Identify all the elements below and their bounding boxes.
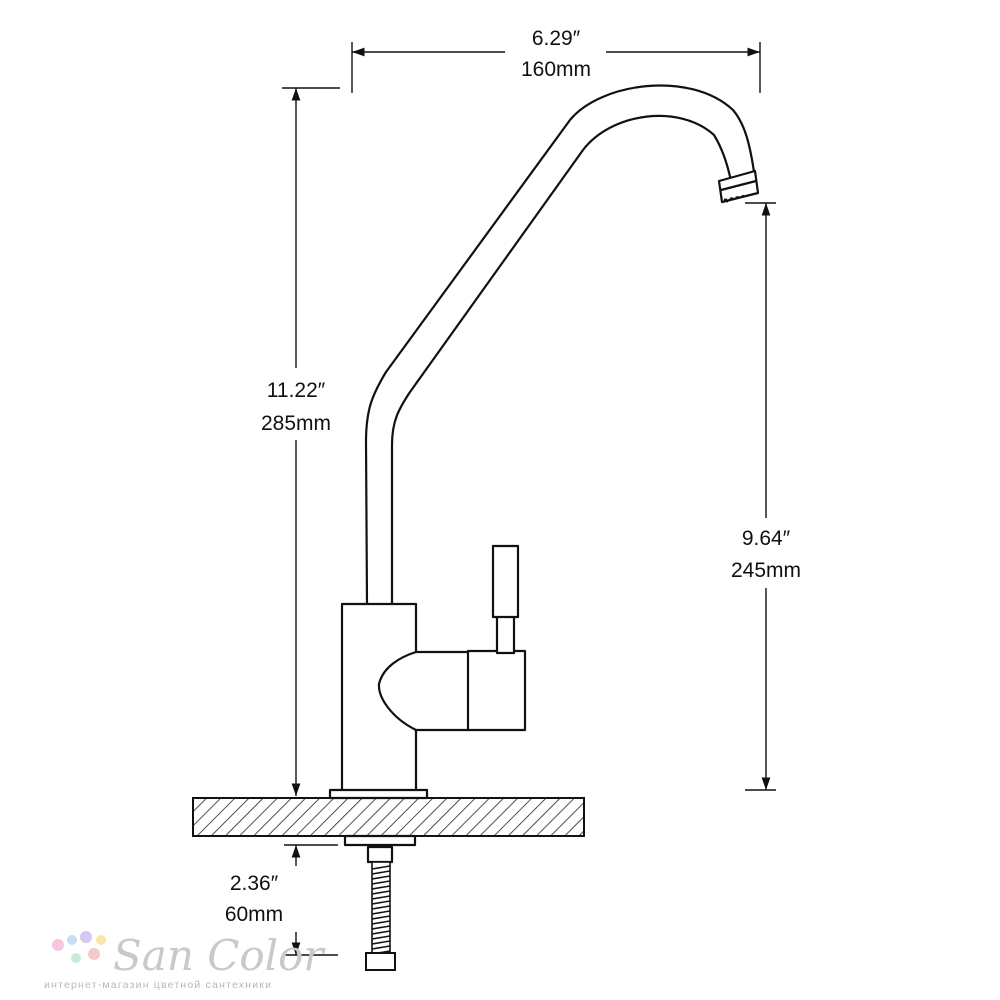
- logo-dot: [96, 935, 106, 945]
- aerator-nozzle: [717, 169, 760, 204]
- under-nut: [366, 845, 394, 864]
- shank-label: 2.36″ 60mm: [225, 872, 283, 926]
- thread-line: [371, 905, 391, 910]
- thread-line: [371, 890, 391, 895]
- reach-label: 6.29″ 160mm: [521, 27, 591, 81]
- logo-brand: San Color: [113, 931, 326, 980]
- threaded-rod: [365, 861, 396, 971]
- logo-tagline: интернет-магазин цветной сантехники: [44, 979, 272, 991]
- height-mm: 285mm: [261, 412, 331, 435]
- clearance-mm: 245mm: [731, 559, 801, 582]
- thread-line: [371, 935, 391, 940]
- thread-line: [371, 925, 391, 930]
- shank-mm: 60mm: [225, 903, 283, 926]
- thread-line: [371, 910, 391, 915]
- thread-line: [371, 865, 391, 870]
- watermark-logo: San Color интернет-магазин цветной санте…: [44, 931, 326, 991]
- thread-line: [371, 880, 391, 885]
- dimension-lines: [282, 42, 776, 956]
- thread-line: [371, 895, 391, 900]
- lever-handle: [491, 544, 520, 619]
- thread-line: [371, 870, 391, 875]
- thread-line: [371, 875, 391, 880]
- shank-inches: 2.36″: [230, 872, 279, 895]
- thread-line: [371, 930, 391, 935]
- thread-line: [371, 945, 391, 950]
- reach-mm: 160mm: [521, 58, 591, 81]
- spout-tube-inner: [390, 114, 733, 605]
- logo-dots: [52, 931, 106, 963]
- logo-dot: [52, 939, 64, 951]
- valve-cylinder: [466, 649, 527, 732]
- faucet: [328, 84, 760, 864]
- countertop: [192, 797, 585, 837]
- thread-line: [371, 885, 391, 890]
- spout-tube-outer: [364, 84, 756, 606]
- height-inches: 11.22″: [267, 379, 326, 402]
- clearance-inches: 9.64″: [742, 527, 791, 550]
- thread-line: [371, 915, 391, 920]
- valve-cone: [377, 650, 472, 732]
- rod-nut: [365, 952, 396, 971]
- logo-dot: [88, 948, 100, 960]
- lever-stem: [495, 613, 516, 655]
- thread-line: [371, 920, 391, 925]
- thread-line: [371, 940, 391, 945]
- reach-inches: 6.29″: [532, 27, 581, 50]
- logo-dot: [80, 931, 92, 943]
- base-flange: [328, 788, 429, 800]
- logo-dot: [67, 935, 77, 945]
- height-label: 11.22″ 285mm: [261, 379, 331, 435]
- thread-line: [371, 900, 391, 905]
- logo-dot: [71, 953, 81, 963]
- under-washer: [343, 834, 417, 847]
- clearance-label: 9.64″ 245mm: [731, 527, 801, 582]
